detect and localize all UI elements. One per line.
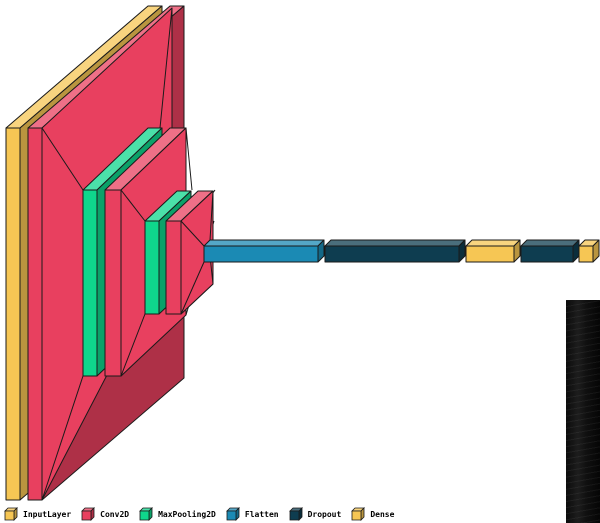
layer-dense-2-front — [579, 246, 593, 262]
legend-swatch-inputlayer — [4, 507, 18, 521]
legend-item-dense: Dense — [351, 507, 394, 521]
layer-flatten-front — [204, 246, 318, 262]
legend-label: Flatten — [245, 510, 279, 519]
legend-label: InputLayer — [23, 510, 71, 519]
legend-item-inputlayer: InputLayer — [4, 507, 71, 521]
layer-dense-2 — [579, 240, 599, 262]
dark-photo-strip — [566, 300, 600, 523]
layer-dense-1-top — [466, 240, 520, 246]
legend-item-flatten: Flatten — [226, 507, 279, 521]
layer-inputlayer-front — [6, 128, 20, 500]
legend-swatch-conv2d — [81, 507, 95, 521]
legend-item-conv2d: Conv2D — [81, 507, 129, 521]
layer-dropout-1-front — [325, 246, 459, 262]
layer-dropout-2 — [521, 240, 579, 262]
layer-dropout-2-top — [521, 240, 579, 246]
layer-conv2d-3-front — [166, 221, 181, 314]
legend-item-maxpooling2d: MaxPooling2D — [139, 507, 216, 521]
layer-dense-1 — [466, 240, 520, 262]
layer-dense-1-front — [466, 246, 514, 262]
layer-maxpooling2d-2-front — [145, 221, 159, 314]
legend-label: Dense — [370, 510, 394, 519]
layer-dropout-2-front — [521, 246, 573, 262]
legend-label: Conv2D — [100, 510, 129, 519]
layer-maxpooling2d-1-front — [83, 190, 97, 376]
legend-swatch-flatten — [226, 507, 240, 521]
layer-conv2d-1-front — [28, 128, 42, 500]
legend-swatch-dense — [351, 507, 365, 521]
legend-label: MaxPooling2D — [158, 510, 216, 519]
legend-item-dropout: Dropout — [289, 507, 342, 521]
layer-flatten — [204, 240, 324, 262]
layer-dropout-1 — [325, 240, 465, 262]
connector-line — [186, 128, 192, 190]
layer-flatten-top — [204, 240, 324, 246]
legend-label: Dropout — [308, 510, 342, 519]
legend-swatch-maxpooling2d — [139, 507, 153, 521]
legend: InputLayer Conv2D MaxPooling2D Flatten D… — [4, 506, 394, 522]
legend-swatch-dropout — [289, 507, 303, 521]
layer-conv2d-2-front — [105, 190, 121, 376]
layer-dropout-1-top — [325, 240, 465, 246]
